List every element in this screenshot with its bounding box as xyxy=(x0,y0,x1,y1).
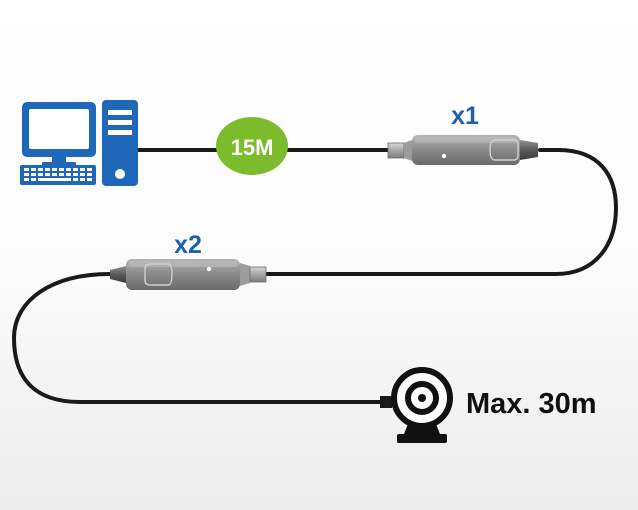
extender-label-x2: x2 xyxy=(174,231,202,259)
extender-cable-x1 xyxy=(387,135,538,165)
cable-length-badge: 15M xyxy=(216,117,288,175)
cable-length-badge-shape xyxy=(216,117,288,175)
desktop-computer-icon xyxy=(20,100,138,186)
extender-cable-x2 xyxy=(110,259,267,290)
max-length-label: Max. 30m xyxy=(466,388,597,420)
cable-length-badge-text: 15M xyxy=(231,135,274,160)
extender-label-x1: x1 xyxy=(451,102,479,130)
webcam-icon xyxy=(380,367,453,443)
usb-cable xyxy=(11,148,619,404)
